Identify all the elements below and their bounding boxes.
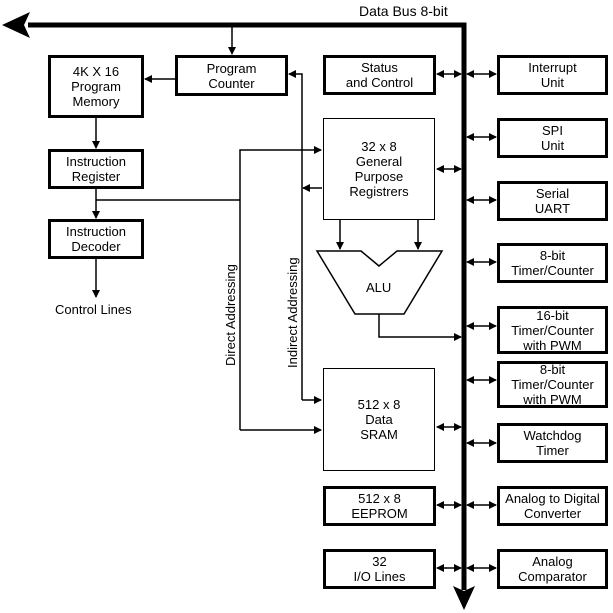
timer-counter-16bit-pwm-block: 16-bit Timer/Counter with PWM: [497, 306, 608, 354]
data-sram-block: 512 x 8 Data SRAM: [323, 368, 435, 471]
serial-uart-block: Serial UART: [497, 181, 608, 221]
bus-arrow-left: [2, 12, 30, 38]
program-counter-block: Program Counter: [175, 55, 288, 96]
data-bus-title: Data Bus 8-bit: [359, 3, 448, 19]
status-control-block: Status and Control: [323, 55, 436, 95]
alu-label: ALU: [366, 280, 392, 295]
watchdog-timer-block: Watchdog Timer: [497, 423, 608, 463]
control-lines-label: Control Lines: [55, 302, 132, 317]
indirect-to-pc: [288, 70, 303, 400]
timer-counter-8bit-block: 8-bit Timer/Counter: [497, 243, 608, 283]
alu-shape: [315, 250, 444, 315]
adc-block: Analog to Digital Converter: [497, 486, 608, 526]
interrupt-unit-block: Interrupt Unit: [497, 55, 608, 95]
bus-arrow-down: [453, 586, 475, 610]
alu-to-bus: [378, 314, 462, 341]
direct-to-registers: [239, 146, 322, 430]
eeprom-block: 512 x 8 EEPROM: [323, 486, 436, 526]
indirect-addressing-label: Indirect Addressing: [285, 257, 300, 368]
program-memory-block: 4K X 16 Program Memory: [48, 55, 144, 118]
io-lines-block: 32 I/O Lines: [323, 549, 436, 589]
direct-addressing-label: Direct Addressing: [223, 264, 238, 366]
timer-counter-8bit-pwm-block: 8-bit Timer/Counter with PWM: [497, 361, 608, 408]
data-bus: [2, 12, 475, 610]
instruction-register-block: Instruction Register: [48, 149, 144, 189]
general-registers-block: 32 x 8 General Purpose Registrers: [323, 118, 435, 220]
analog-comparator-block: Analog Comparator: [497, 549, 608, 589]
spi-unit-block: SPI Unit: [497, 118, 608, 158]
instruction-decoder-block: Instruction Decoder: [48, 219, 144, 259]
